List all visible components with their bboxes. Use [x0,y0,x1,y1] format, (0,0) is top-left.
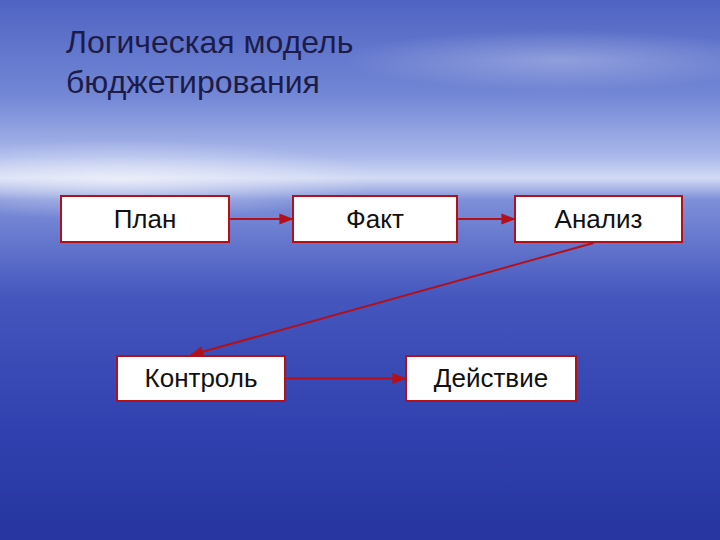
box-label: Контроль [145,363,258,394]
box-label: Факт [346,204,404,235]
process-box: Анализ [514,195,683,243]
process-box: Контроль [116,355,286,402]
arrow-connector [286,378,405,380]
arrow-connector [230,218,292,220]
process-box: Факт [292,195,458,243]
box-label: Анализ [555,204,643,235]
arrow-connector [458,218,514,220]
arrow-connector [191,243,594,355]
slide-title: Логическая модель бюджетирования [66,22,466,102]
process-box: План [60,195,230,243]
box-label: Действие [434,363,548,394]
cloud [340,30,720,90]
process-box: Действие [405,355,577,402]
box-label: План [114,204,177,235]
